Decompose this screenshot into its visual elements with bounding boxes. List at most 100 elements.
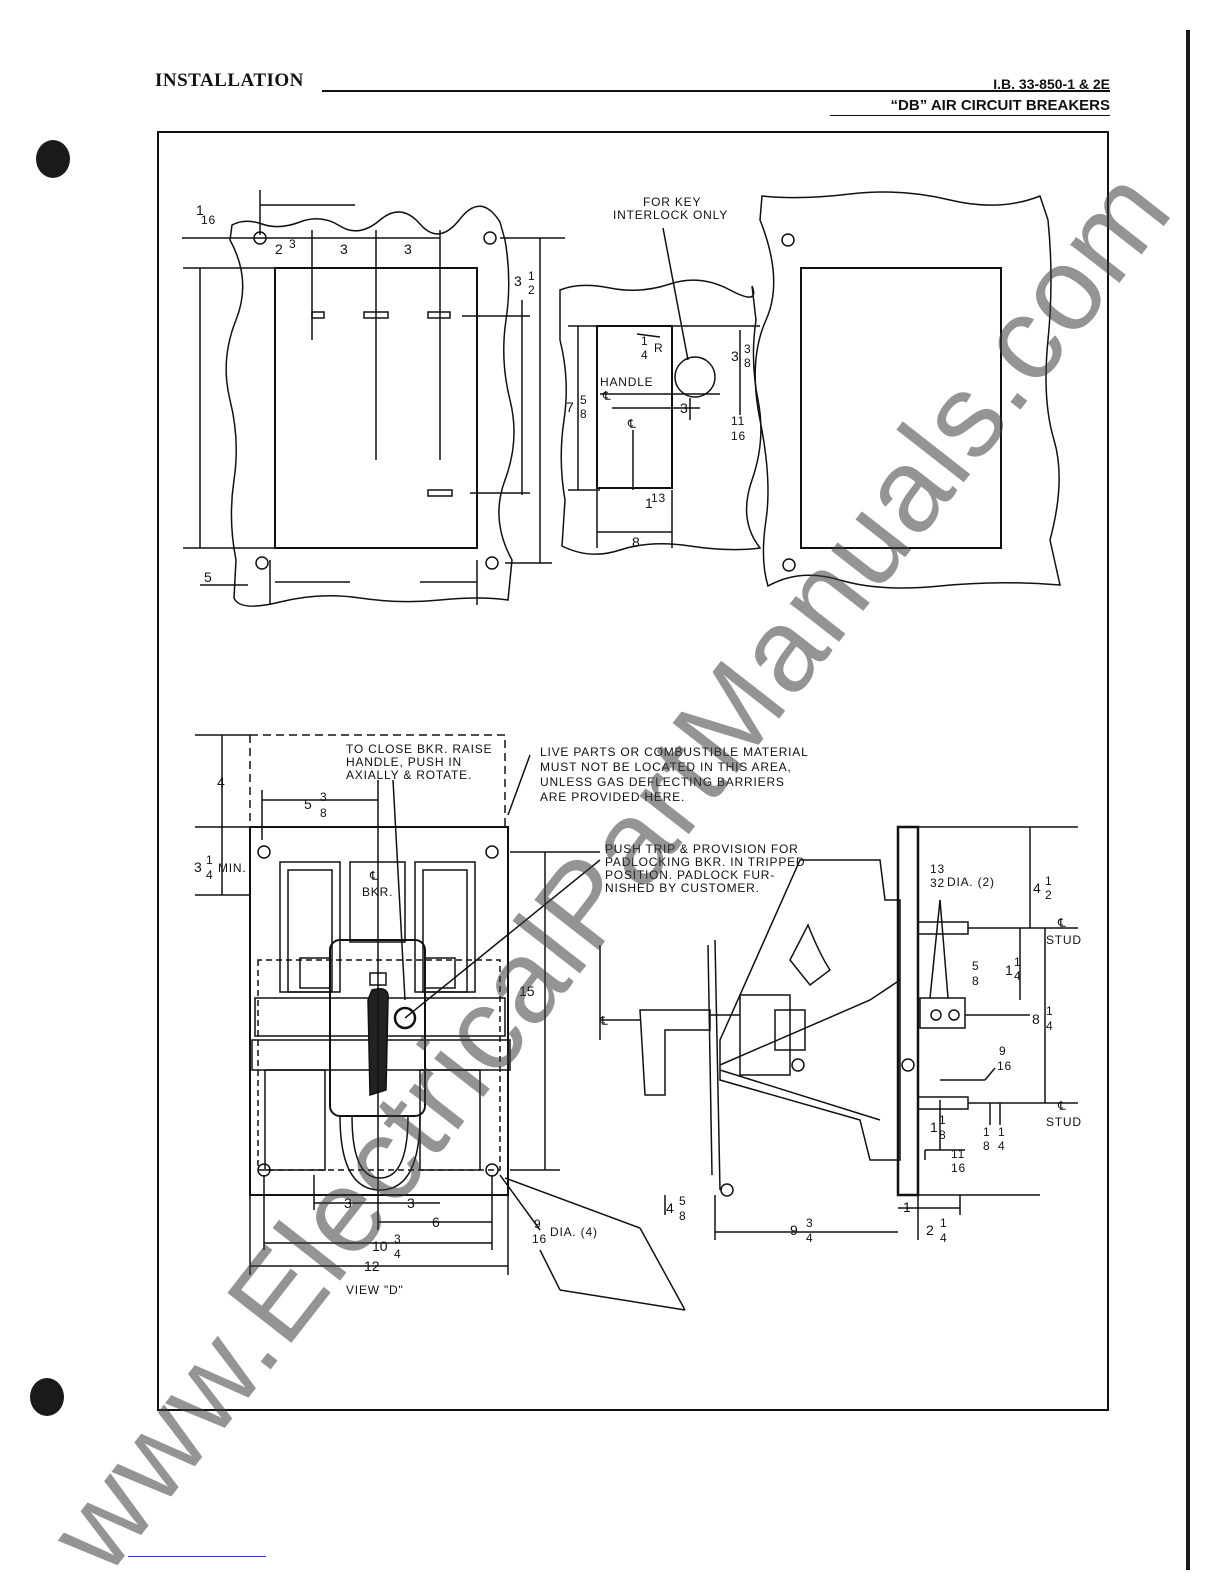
sv-dim-4-1: 1 [1045,874,1052,888]
dim-7-5: 5 [580,393,587,407]
dim-1-c: 1 [528,269,535,283]
vd-dim-9: 9 [534,1217,541,1231]
bkr-label: BKR. [362,885,393,899]
dim-3-3: 3 [744,342,751,356]
sv-dim-2b-4: 4 [940,1231,947,1245]
sv-dim-4: 4 [1033,880,1041,896]
sv-dim-32: 32 [930,876,945,890]
dim-11: 11 [731,414,745,428]
vd-dim-15: 15 [519,983,535,999]
top-middle-panel-outline [559,279,762,555]
sv-dim-9b: 9 [790,1222,798,1238]
dim-quarter-1: 1 [641,334,648,348]
sv-dim-13: 13 [930,862,945,876]
vd-dim-12: 12 [364,1258,380,1274]
sv-dim-8c: 8 [1032,1011,1040,1027]
dim-8: 8 [632,534,640,550]
binding-edge [1186,30,1190,1570]
dim-16-mid: 16 [731,429,746,443]
top-right-panel-outline [754,191,1061,589]
dim-3-c: 3 [514,273,522,289]
dim-1: 1 [196,202,204,218]
sv-dim-1h: 1 [903,1199,911,1215]
vd-dim-5-3: 3 [320,790,327,804]
subtitle-rule [830,115,1110,116]
sv-dim-1b: 1 [1005,962,1013,978]
dim-7-8: 8 [580,407,587,421]
dim-3-a: 3 [340,241,348,257]
sv-dim-4e-5: 5 [679,1194,686,1208]
handle-cl-2: ℄ [627,417,637,431]
vd-dim-5-8: 8 [320,806,327,820]
trip-note-4: NISHED BY CUSTOMER. [605,881,760,895]
punch-hole-bottom [30,1378,64,1416]
dim-3-small: 3 [289,237,296,251]
sv-dim-8c-1: 1 [1046,1004,1053,1018]
vd-dim-5: 5 [304,796,312,812]
trip-note-1: PUSH TRIP & PROVISION FOR [605,842,799,856]
vd-dim-10-4: 4 [394,1247,401,1261]
sv-dim-4-2: 2 [1045,888,1052,902]
sv-dim-2b: 2 [926,1222,934,1238]
sv-dim-9b-4: 4 [806,1231,813,1245]
vd-dim-3-r: 3 [407,1195,415,1211]
sv-dim-1b-1: 1 [1014,955,1021,969]
sv-dim-1d-8: 8 [939,1128,946,1142]
dim-3-top: 3 [731,348,739,364]
vd-dim-4: 4 [217,774,225,790]
sv-dim-1b-4: 4 [1014,969,1021,983]
trip-note-2: PADLOCKING BKR. IN TRIPPED [605,855,805,869]
sv-dim-4e-8: 8 [679,1209,686,1223]
live-note-3: UNLESS GAS DEFLECTING BARRIERS [540,775,785,789]
vd-dim-16: 16 [532,1232,547,1246]
key-note-2: INTERLOCK ONLY [613,208,728,222]
sv-stud-1: STUD [1046,933,1082,947]
view-d-caption: VIEW "D" [346,1283,404,1297]
sv-dim-9b-3: 3 [806,1216,813,1230]
sv-dim-5: 5 [972,959,979,973]
vd-dia4: DIA. (4) [550,1225,598,1239]
live-note-4: ARE PROVIDED HERE. [540,790,685,804]
punch-hole-top [36,140,70,178]
dim-3-b: 3 [404,241,412,257]
sv-stud-2: STUD [1046,1115,1082,1129]
handle-cl: ℄ [602,389,612,403]
doc-number: I.B. 33-850-1 & 2E [993,76,1110,92]
top-right-cutout [800,267,1002,549]
dim-3-8: 8 [744,356,751,370]
drawing-frame [157,131,1109,1411]
sv-dim-1f: 1 [983,1125,990,1139]
dim-2-c: 2 [528,283,535,297]
dim-3-handle: 3 [680,400,688,416]
top-left-panel-outline [225,205,515,607]
dim-13: 13 [651,491,666,505]
dim-quarter-r: R [654,341,663,355]
sv-dim-1d: 1 [930,1119,938,1135]
sv-dim-1g: 1 [998,1125,1005,1139]
bkr-cl: ℄ [369,869,379,883]
sv-cl-2: ℄ [1057,1099,1067,1113]
side-view-panel [896,825,920,1197]
key-note-1: FOR KEY [643,195,701,209]
vd-min: MIN. [218,861,247,875]
sv-dim-8c-4: 4 [1046,1019,1053,1033]
sv-dim-4e: 4 [666,1200,674,1216]
vd-dim-3-1: 1 [206,853,213,867]
sv-cl-handle: ℄ [599,1014,609,1028]
close-note-1: TO CLOSE BKR. RAISE [346,742,492,756]
sv-dim-16: 16 [997,1059,1012,1073]
dim-2: 2 [275,241,283,257]
live-note-1: LIVE PARTS OR COMBUSTIBLE MATERIAL [540,745,809,759]
dim-1-mid: 1 [645,495,653,511]
dim-7: 7 [566,399,574,415]
sv-dim-9: 9 [999,1044,1006,1058]
vd-dim-6: 6 [432,1214,440,1230]
dim-5: 5 [204,569,212,585]
sv-dim-2b-1: 1 [940,1216,947,1230]
header-rule [322,90,1110,92]
dim-quarter-4: 4 [641,348,648,362]
sv-dia2: DIA. (2) [947,875,995,889]
trip-note-3: POSITION. PADLOCK FUR- [605,868,775,882]
doc-subtitle: “DB” AIR CIRCUIT BREAKERS [890,97,1110,114]
